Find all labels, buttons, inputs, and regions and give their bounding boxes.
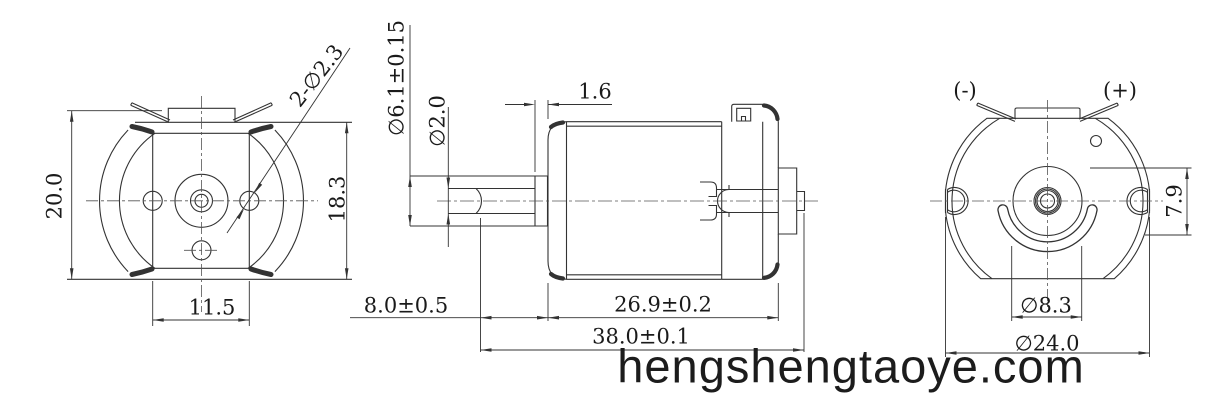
rear-outline <box>944 117 1151 280</box>
side-dim-body-len: 26.9±0.2 <box>614 292 712 317</box>
side-view <box>350 25 818 352</box>
side-can <box>566 121 723 280</box>
side-endcap <box>721 121 779 280</box>
side-dim-shaft-len: 8.0±0.5 <box>363 293 449 318</box>
front-centerlines <box>86 96 318 312</box>
rear-dim-tab-width: 7.9 <box>1162 184 1187 218</box>
front-dim-flat-height: 18.3 <box>325 175 350 223</box>
front-arrowheads <box>69 110 349 322</box>
front-terminal-left <box>130 102 171 123</box>
rear-terminal-negative: (-) <box>953 78 977 103</box>
side-dim-overall-len: 38.0±0.1 <box>592 324 690 349</box>
rear-terminal-positive: (+) <box>1103 78 1137 103</box>
rear-terminal-left-line <box>976 102 1017 122</box>
rear-dim-outer-dia: ∅24.0 <box>1014 331 1080 356</box>
rear-dim-hub-dia: ∅8.3 <box>1020 293 1072 318</box>
front-view <box>67 47 352 326</box>
rear-view <box>930 100 1192 357</box>
side-shaft <box>448 187 535 215</box>
watermark-text: hengshengtaoye.com <box>617 339 1085 393</box>
front-terminal-right <box>232 102 273 123</box>
side-dim-boss-dia: ∅6.1±0.15 <box>384 19 409 137</box>
front-brush-tab <box>167 107 236 123</box>
rear-arrowheads <box>945 168 1189 355</box>
front-dim-overall-height: 20.0 <box>42 172 67 220</box>
side-dim-shaft-dia: ∅2.0 <box>425 95 450 147</box>
side-arrowheads <box>408 102 804 352</box>
side-brush-detail <box>700 181 779 221</box>
rear-centerlines <box>930 100 1163 312</box>
side-dim-boss-len: 1.6 <box>578 79 612 104</box>
front-dim-hole-spacing: 11.5 <box>188 295 236 320</box>
rear-terminal-right-line <box>1078 102 1119 122</box>
rear-vent-hole <box>1089 134 1103 148</box>
